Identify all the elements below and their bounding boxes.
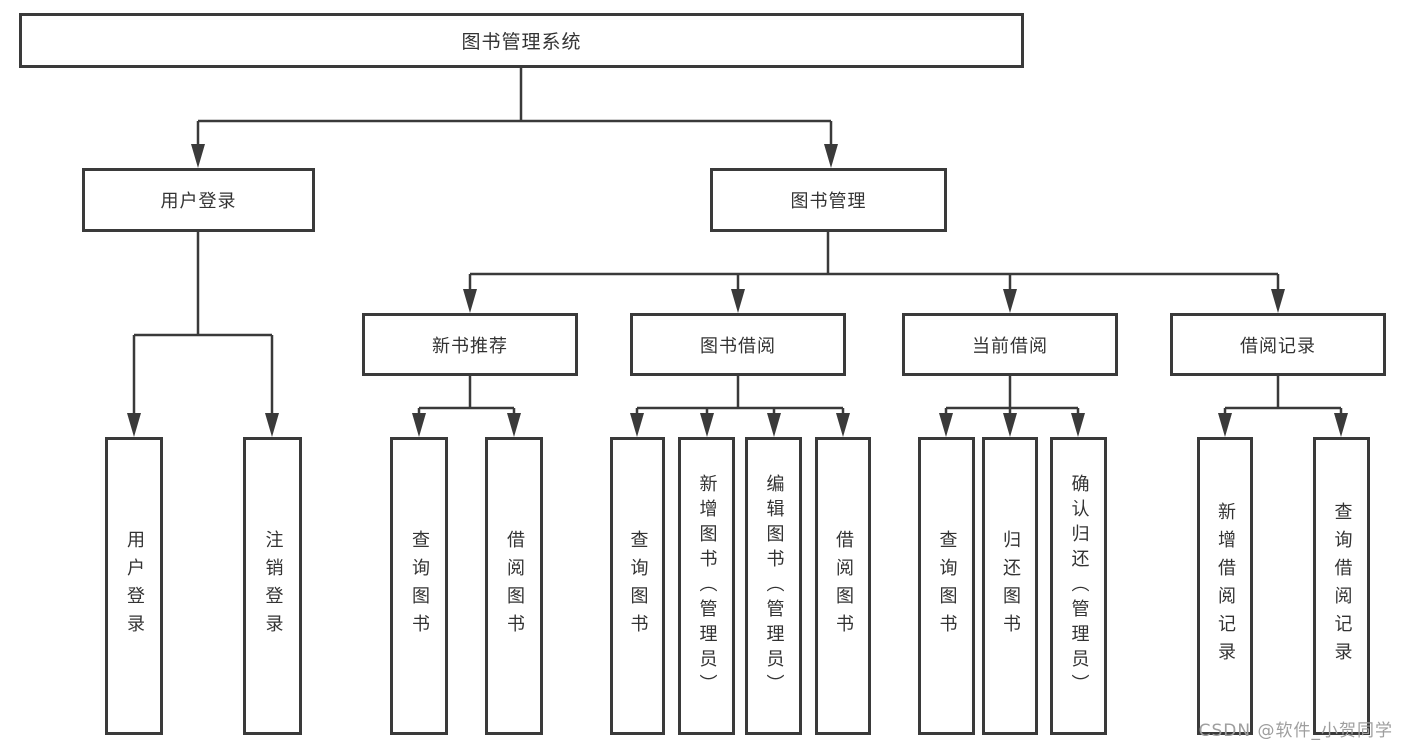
- node-current-borrowing-label: 当前借阅: [972, 335, 1048, 357]
- node-new-book-recommend-label: 新书推荐: [432, 335, 508, 357]
- node-borrowing-records-label: 借阅记录: [1240, 335, 1316, 357]
- leaf-query-borrow-record-label: 查询借阅记录: [1331, 502, 1353, 670]
- leaf-query-books-2: 查询图书: [610, 437, 665, 735]
- node-root-label: 图书管理系统: [461, 31, 582, 53]
- leaf-add-borrow-record-label: 新增借阅记录: [1215, 502, 1236, 670]
- leaf-logout: 注销登录: [243, 437, 302, 735]
- leaf-confirm-return-admin: 确认归还（管理员）: [1050, 437, 1107, 735]
- leaf-return-books: 归还图书: [982, 437, 1038, 735]
- arrowheads: [127, 144, 1348, 437]
- leaf-confirm-return-admin-label: 确认归还（管理员）: [1068, 473, 1090, 699]
- node-current-borrowing: 当前借阅: [902, 313, 1118, 376]
- leaf-user-login: 用户登录: [105, 437, 163, 735]
- leaf-query-borrow-record: 查询借阅记录: [1313, 437, 1370, 735]
- leaf-borrow-books-2: 借阅图书: [815, 437, 871, 735]
- leaf-return-books-label: 归还图书: [1000, 530, 1021, 642]
- leaf-user-login-label: 用户登录: [124, 530, 145, 642]
- leaf-query-books-3-label: 查询图书: [936, 530, 958, 642]
- node-book-management-label: 图书管理: [790, 191, 867, 212]
- csdn-watermark: CSDN @软件_小贺同学: [1198, 721, 1393, 741]
- leaf-add-borrow-record: 新增借阅记录: [1197, 437, 1253, 735]
- leaf-query-books-3: 查询图书: [918, 437, 975, 735]
- leaf-borrow-books-1: 借阅图书: [485, 437, 543, 735]
- leaf-add-books-admin-label: 新增图书（管理员）: [696, 473, 718, 699]
- leaf-logout-label: 注销登录: [262, 530, 284, 642]
- node-book-borrowing: 图书借阅: [630, 313, 846, 376]
- node-book-management: 图书管理: [710, 168, 947, 232]
- node-book-borrowing-label: 图书借阅: [700, 335, 776, 357]
- node-new-book-recommend: 新书推荐: [362, 313, 578, 376]
- leaf-edit-books-admin-label: 编辑图书（管理员）: [763, 473, 785, 699]
- leaf-query-books-2-label: 查询图书: [627, 530, 649, 642]
- leaf-edit-books-admin: 编辑图书（管理员）: [745, 437, 802, 735]
- node-user-login: 用户登录: [82, 168, 315, 232]
- node-user-login-label: 用户登录: [160, 191, 237, 212]
- node-root: 图书管理系统: [19, 13, 1024, 68]
- leaf-borrow-books-1-label: 借阅图书: [504, 530, 525, 642]
- leaf-borrow-books-2-label: 借阅图书: [833, 530, 854, 642]
- leaf-query-books-1: 查询图书: [390, 437, 448, 735]
- leaf-query-books-1-label: 查询图书: [409, 530, 430, 642]
- node-borrowing-records: 借阅记录: [1170, 313, 1386, 376]
- leaf-add-books-admin: 新增图书（管理员）: [678, 437, 735, 735]
